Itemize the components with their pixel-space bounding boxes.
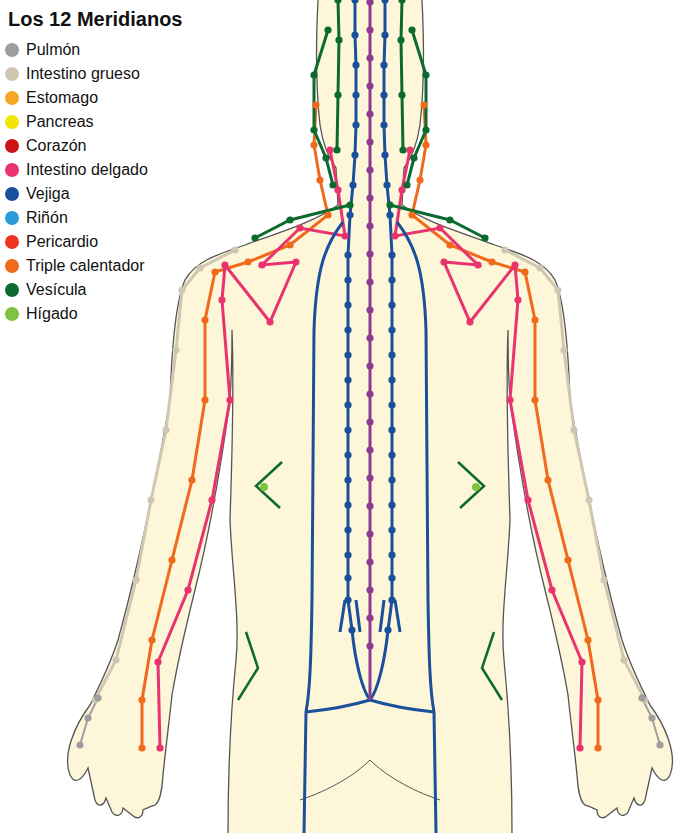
legend-swatch: [5, 67, 19, 81]
legend-swatch: [5, 139, 19, 153]
legend-row: Vesícula: [5, 278, 150, 302]
acupoint: [366, 418, 373, 425]
acupoint: [366, 54, 373, 61]
acupoint: [366, 558, 373, 565]
legend-row: Triple calentador: [5, 254, 150, 278]
acupoint: [366, 614, 373, 621]
legend-row: Riñón: [5, 206, 150, 230]
acupoint: [366, 306, 373, 313]
legend-row: Hígado: [5, 302, 150, 326]
legend-row: Corazón: [5, 134, 150, 158]
legend-swatch: [5, 211, 19, 225]
legend-text: Intestino delgado: [24, 161, 150, 179]
legend-swatch: [5, 187, 19, 201]
legend-text: Vesícula: [24, 281, 88, 299]
legend-swatch: [5, 91, 19, 105]
legend-text: Pericardio: [24, 233, 100, 251]
acupoint: [366, 586, 373, 593]
acupoint: [366, 222, 373, 229]
acupoint: [366, 82, 373, 89]
legend-text: Hígado: [24, 305, 80, 323]
legend-row: Pancreas: [5, 110, 150, 134]
legend-text: Intestino grueso: [24, 65, 142, 83]
legend-row: Estomago: [5, 86, 150, 110]
legend-text: Triple calentador: [24, 257, 147, 275]
legend-row: Intestino delgado: [5, 158, 150, 182]
acupoint: [366, 110, 373, 117]
legend-swatch: [5, 163, 19, 177]
title: Los 12 Meridianos: [6, 8, 185, 31]
acupoint: [366, 390, 373, 397]
acupoint: [366, 446, 373, 453]
acupoint: [366, 362, 373, 369]
legend-swatch: [5, 43, 19, 57]
legend-swatch: [5, 283, 19, 297]
acupoint: [366, 642, 373, 649]
legend-swatch: [5, 115, 19, 129]
legend-text: Estomago: [24, 89, 100, 107]
legend-row: Pulmón: [5, 38, 150, 62]
acupoint: [366, 530, 373, 537]
acupoint: [366, 138, 373, 145]
legend-swatch: [5, 259, 19, 273]
acupoint: [366, 502, 373, 509]
center-points: [366, 0, 373, 650]
acupoint: [366, 0, 373, 6]
body-left: [68, 0, 370, 833]
acupoint: [366, 278, 373, 285]
vaso-gobernador-meridian: [369, 0, 372, 700]
legend: PulmónIntestino gruesoEstomagoPancreasCo…: [5, 38, 150, 326]
legend-text: Riñón: [24, 209, 70, 227]
acupoint: [366, 194, 373, 201]
legend-row: Vejiga: [5, 182, 150, 206]
legend-text: Pancreas: [24, 113, 96, 131]
legend-text: Vejiga: [24, 185, 72, 203]
acupoint: [366, 334, 373, 341]
legend-row: Intestino grueso: [5, 62, 150, 86]
body-right: [370, 0, 672, 833]
legend-swatch: [5, 235, 19, 249]
acupoint: [366, 474, 373, 481]
acupoint: [366, 250, 373, 257]
legend-text: Pulmón: [24, 41, 82, 59]
legend-row: Pericardio: [5, 230, 150, 254]
acupoint: [366, 26, 373, 33]
legend-swatch: [5, 307, 19, 321]
acupoint: [366, 166, 373, 173]
legend-text: Corazón: [24, 137, 88, 155]
